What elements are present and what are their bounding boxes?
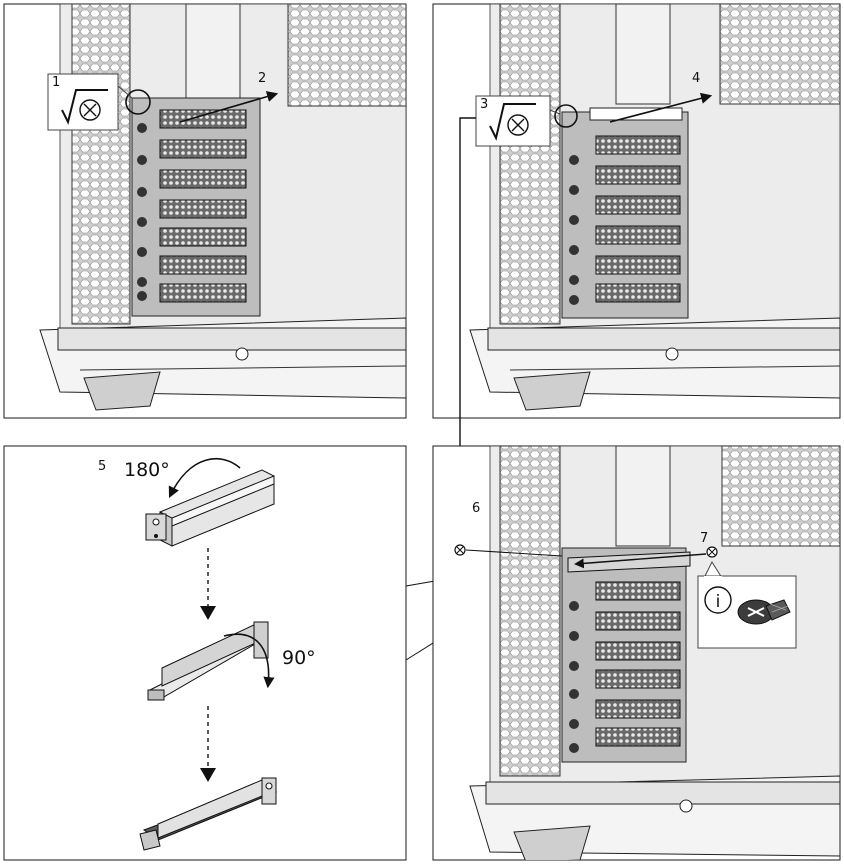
step-number-4: 4 bbox=[692, 71, 700, 86]
step-number-6: 6 bbox=[472, 501, 480, 516]
step-3-callout: 3 bbox=[476, 96, 560, 146]
rotation-90-label: 90° bbox=[282, 647, 316, 669]
step-number-3: 3 bbox=[480, 97, 488, 112]
rotation-180-label: 180° bbox=[124, 459, 170, 481]
panel-step-6-7: 6 7 i bbox=[433, 446, 840, 862]
step-number-7: 7 bbox=[700, 531, 708, 546]
panel-step-5: 5 180° 90° bbox=[4, 446, 406, 860]
panel-step-3-4: 3 4 bbox=[433, 4, 840, 418]
step-number-2: 2 bbox=[258, 71, 266, 86]
step-number-1: 1 bbox=[52, 75, 60, 90]
step-number-5: 5 bbox=[98, 459, 106, 474]
screw-icon bbox=[455, 545, 465, 555]
info-icon-letter: i bbox=[716, 592, 721, 612]
panel-step-1-2: 1 2 bbox=[4, 4, 406, 418]
screw-icon bbox=[707, 547, 717, 557]
info-icon: i bbox=[705, 587, 731, 613]
